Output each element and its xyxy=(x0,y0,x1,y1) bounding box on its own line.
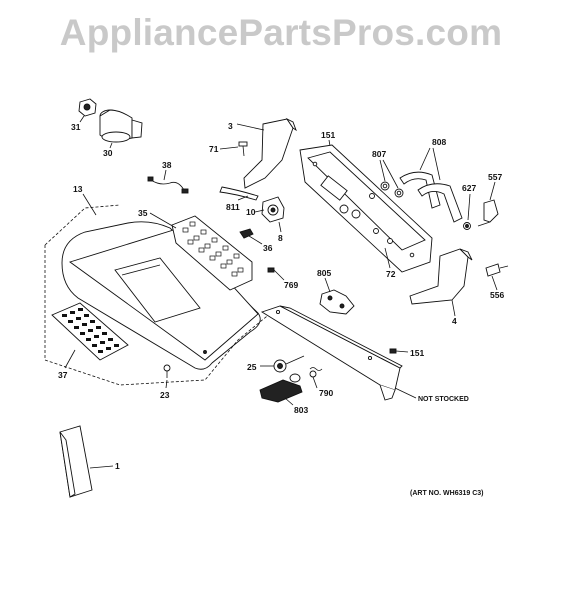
callout-1: 1 xyxy=(115,461,120,471)
part-808-fill-hoses[interactable] xyxy=(399,171,463,223)
control-mounting-bracket[interactable] xyxy=(260,305,403,401)
part-805-switch[interactable] xyxy=(319,289,355,315)
part-3-end-bracket[interactable] xyxy=(243,117,297,189)
part-803-knob[interactable] xyxy=(259,373,303,403)
not-stocked-note: NOT STOCKED xyxy=(418,396,469,403)
callout-803: 803 xyxy=(294,405,308,415)
callout-25: 25 xyxy=(247,362,257,372)
part-556-connector[interactable] xyxy=(485,263,509,277)
callout-38: 38 xyxy=(162,160,172,170)
callout-556: 556 xyxy=(490,290,504,300)
callout-23: 23 xyxy=(160,390,170,400)
callout-10: 10 xyxy=(246,207,256,217)
callout-151-lower: 151 xyxy=(410,348,424,358)
callout-13: 13 xyxy=(73,184,83,194)
part-13-control-panel[interactable] xyxy=(61,221,261,370)
part-23-screw[interactable] xyxy=(163,364,171,378)
part-627-bushing[interactable] xyxy=(463,222,471,230)
part-1-literature[interactable] xyxy=(59,425,93,498)
part-31-nut[interactable] xyxy=(78,98,97,117)
callout-labels: 31 30 38 13 35 37 23 3 71 811 10 8 36 76… xyxy=(58,121,504,497)
callout-811: 811 xyxy=(226,202,240,212)
callout-805: 805 xyxy=(317,268,331,278)
part-25-knob[interactable] xyxy=(273,355,305,373)
watermark-text: AppliancePartsPros.com xyxy=(59,12,503,53)
callout-807: 807 xyxy=(372,149,386,159)
callout-35: 35 xyxy=(138,208,148,218)
callout-72: 72 xyxy=(386,269,396,279)
part-37-keypad-overlay[interactable] xyxy=(51,302,129,361)
part-557-terminal[interactable] xyxy=(477,199,499,227)
callout-808: 808 xyxy=(432,137,446,147)
callout-8: 8 xyxy=(278,233,283,243)
part-71-screw[interactable] xyxy=(238,141,248,157)
callout-37: 37 xyxy=(58,370,68,380)
part-30-capacitor[interactable] xyxy=(99,109,143,143)
part-35-board-bracket[interactable] xyxy=(171,215,253,291)
part-769-screw[interactable] xyxy=(267,267,275,273)
callout-151-upper: 151 xyxy=(321,130,335,140)
callout-769: 769 xyxy=(284,280,298,290)
part-807-grommets[interactable] xyxy=(380,181,404,198)
callout-3: 3 xyxy=(228,121,233,131)
callout-71: 71 xyxy=(209,144,219,154)
part-36-clip[interactable] xyxy=(239,228,254,239)
part-38-wire-harness[interactable] xyxy=(147,176,189,194)
callout-557: 557 xyxy=(488,172,502,182)
callout-627: 627 xyxy=(462,183,476,193)
part-151-screw-lower[interactable] xyxy=(389,348,397,354)
art-number: (ART NO. WH6319 C3) xyxy=(410,490,484,497)
callout-30: 30 xyxy=(103,148,113,158)
part-811-hose[interactable] xyxy=(219,186,259,201)
callout-790: 790 xyxy=(319,388,333,398)
part-72-backsplash-frame[interactable] xyxy=(299,144,433,273)
callout-4: 4 xyxy=(452,316,457,326)
part-790-spring[interactable] xyxy=(309,367,323,378)
callout-31: 31 xyxy=(71,122,81,132)
callout-36: 36 xyxy=(263,243,273,253)
part-10-pressure-switch[interactable] xyxy=(261,196,285,223)
